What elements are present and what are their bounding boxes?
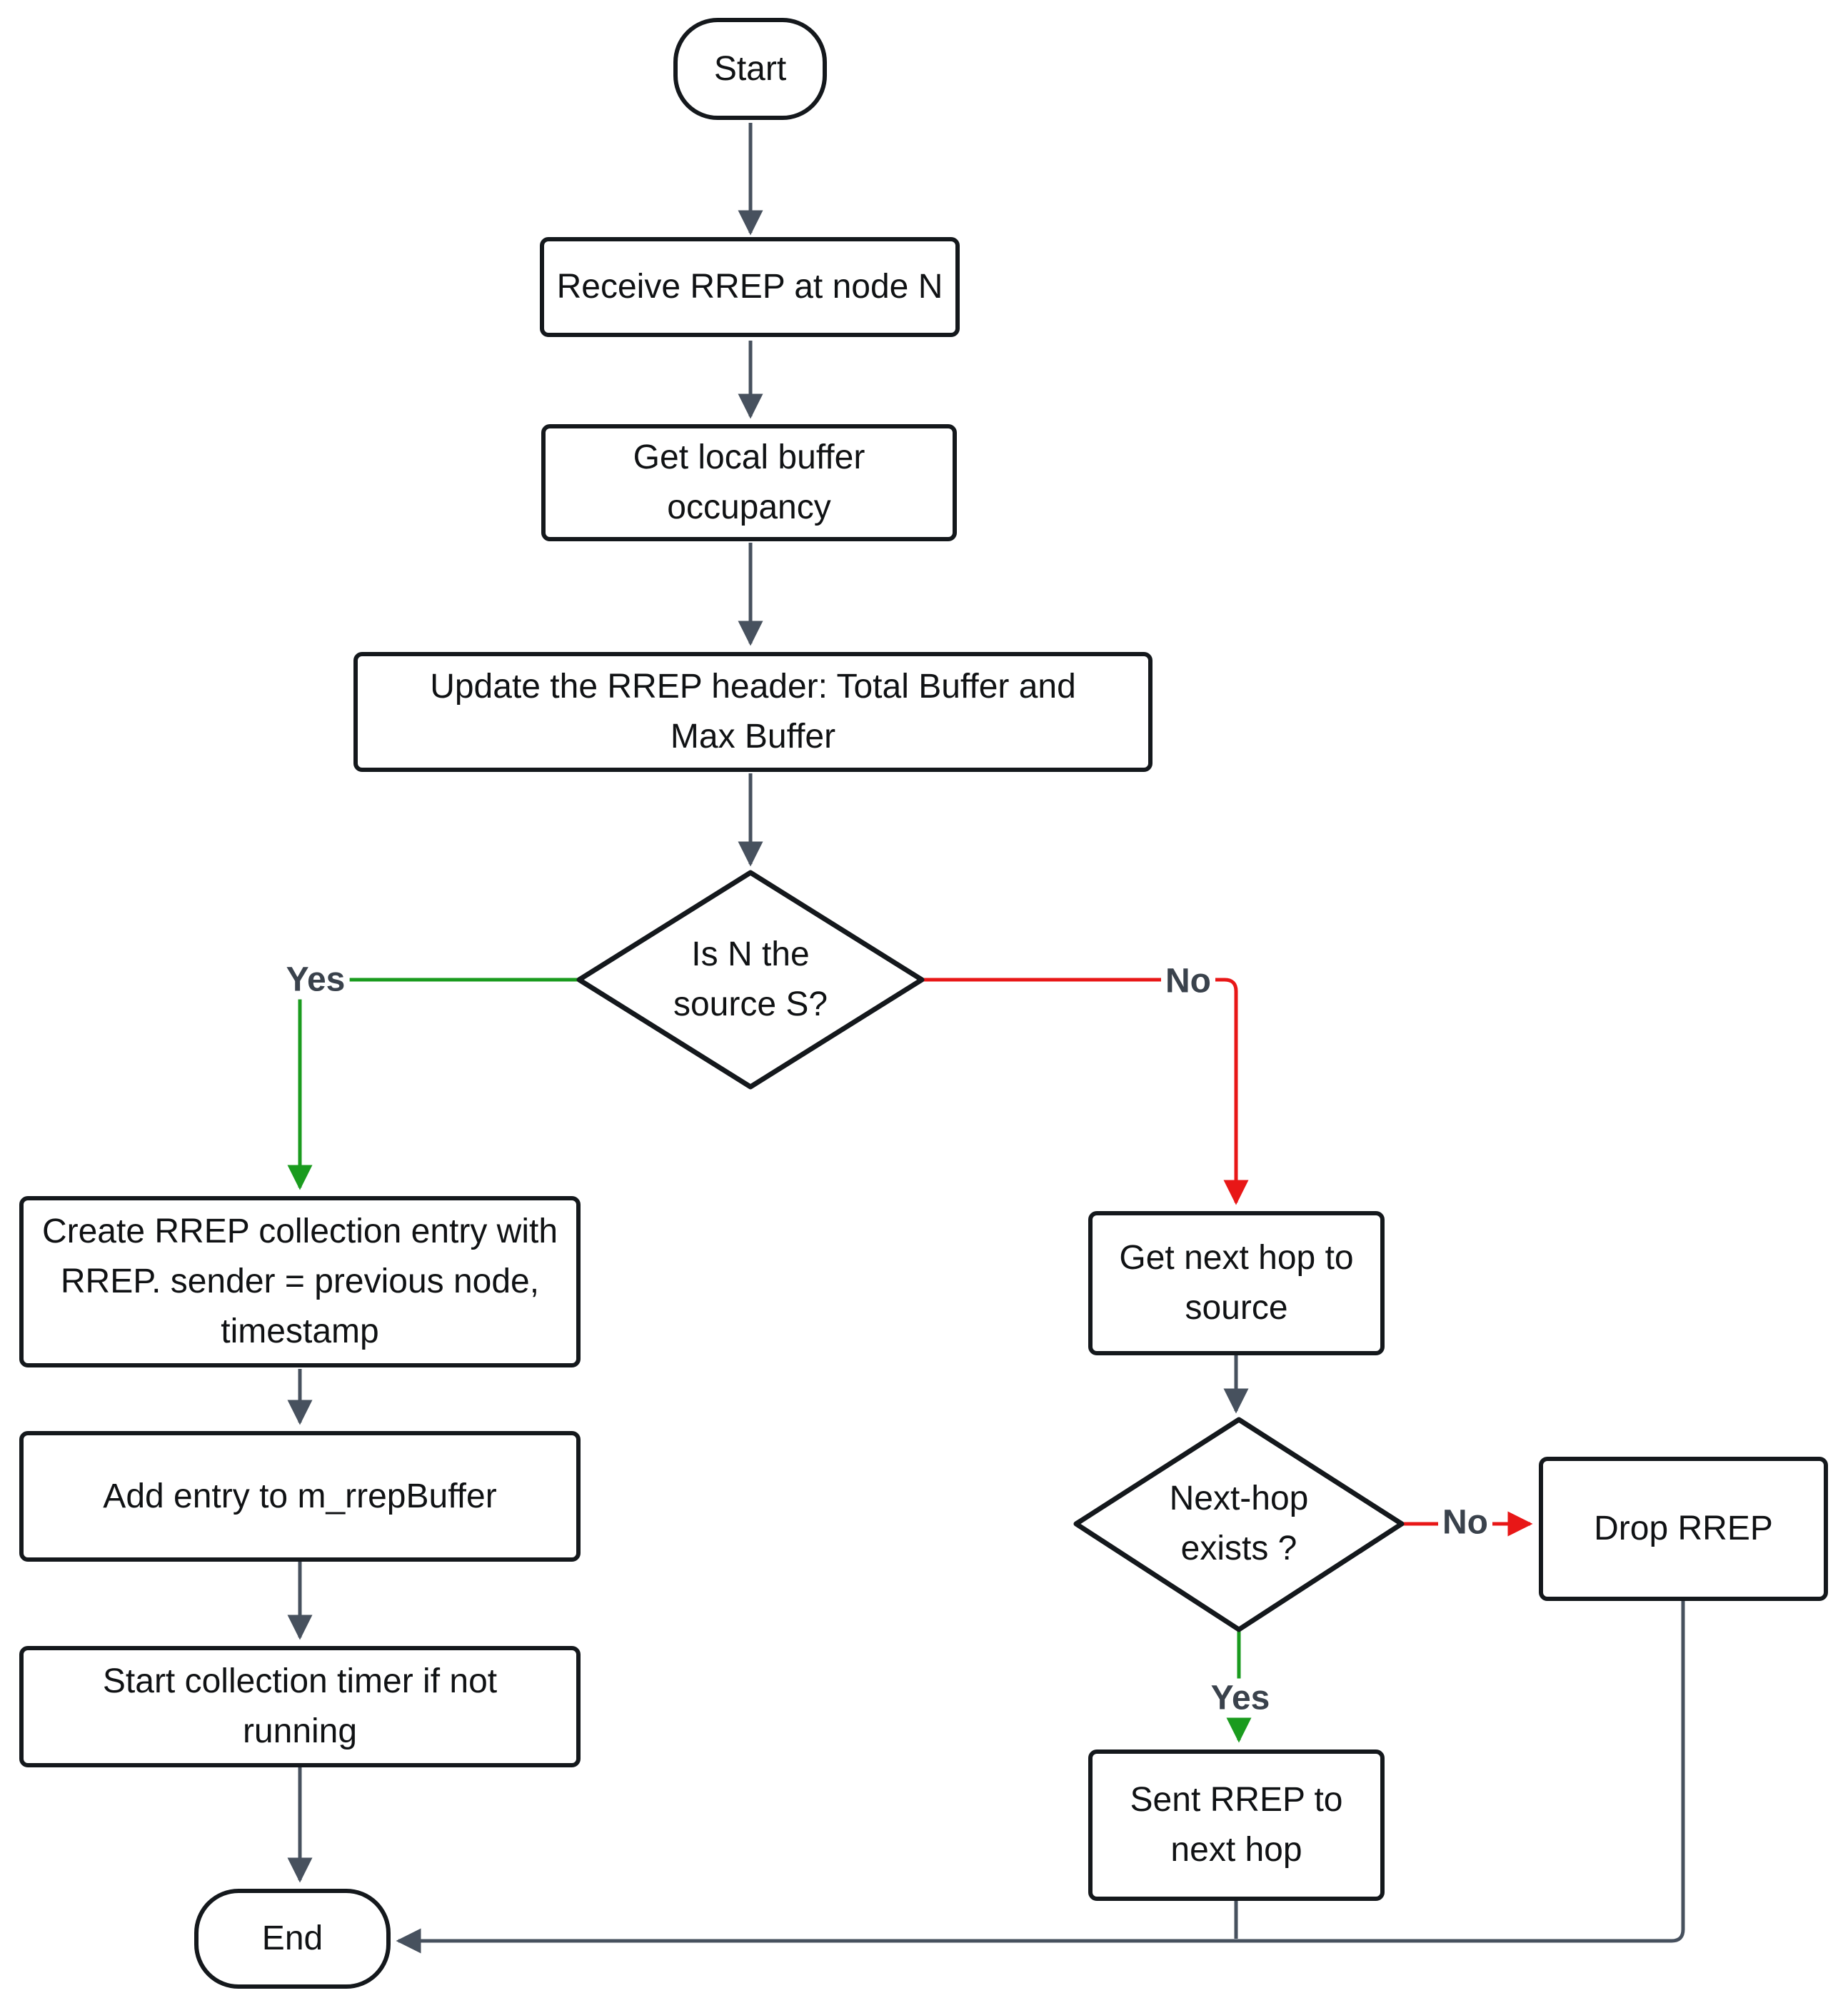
start-timer-label: Start collection timer if not running	[102, 1662, 498, 1750]
update-header-label: Update the RREP header: Total Buffer and…	[430, 668, 1076, 755]
edge-droprrep-to-end	[396, 1601, 1685, 1954]
next-hop-exists-label: Next-hop exists ?	[1169, 1480, 1309, 1567]
start-node: Start	[673, 18, 827, 120]
end-node: End	[194, 1889, 391, 1989]
drop-rrep-label: Drop RREP	[1594, 1510, 1773, 1547]
is-source-diamond	[576, 870, 925, 1090]
sent-rrep-label: Sent RREP to next hop	[1130, 1781, 1343, 1869]
start-label: Start	[713, 49, 787, 88]
is-source-label: Is N the source S?	[673, 935, 828, 1023]
end-label: End	[261, 1919, 323, 1957]
add-entry-node: Add entry to m_rrepBuffer	[19, 1431, 581, 1562]
start-timer-node: Start collection timer if not running	[19, 1646, 581, 1767]
edge-issource-yes	[287, 978, 581, 1190]
next-hop-exists-diamond	[1073, 1417, 1405, 1632]
receive-rrep-label: Receive RREP at node N	[556, 268, 943, 306]
get-buffer-label: Get local buffer occupancy	[633, 438, 865, 526]
edge-issource-no	[920, 978, 1249, 1205]
receive-rrep-node: Receive RREP at node N	[540, 237, 960, 337]
next-hop-exists-no-label: No	[1438, 1502, 1492, 1542]
next-hop-exists-yes-label: Yes	[1206, 1678, 1275, 1718]
update-header-node: Update the RREP header: Total Buffer and…	[353, 652, 1153, 772]
is-source-yes-label: Yes	[281, 960, 350, 1000]
add-entry-label: Add entry to m_rrepBuffer	[103, 1477, 497, 1515]
get-buffer-node: Get local buffer occupancy	[541, 424, 957, 541]
get-next-hop-node: Get next hop to source	[1088, 1211, 1385, 1355]
drop-rrep-node: Drop RREP	[1539, 1457, 1828, 1601]
get-next-hop-label: Get next hop to source	[1119, 1239, 1354, 1327]
is-source-no-label: No	[1161, 961, 1215, 1001]
create-entry-label: Create RREP collection entry with RREP. …	[41, 1213, 558, 1350]
sent-rrep-node: Sent RREP to next hop	[1088, 1750, 1385, 1901]
create-entry-node: Create RREP collection entry with RREP. …	[19, 1196, 581, 1367]
